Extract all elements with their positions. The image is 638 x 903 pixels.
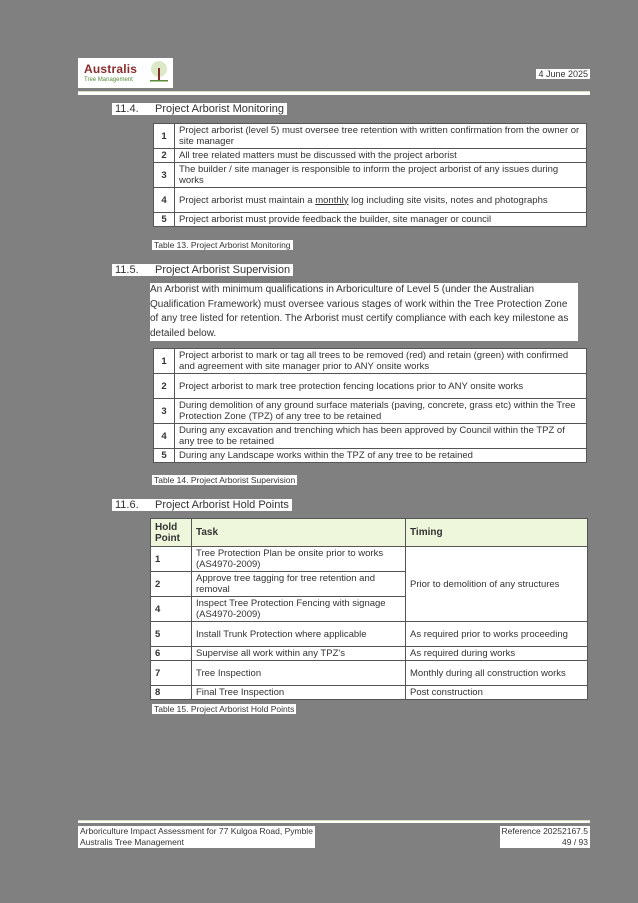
table-row: 2 Project arborist to mark tree protecti… bbox=[153, 373, 587, 399]
table-row: 7 Tree Inspection Monthly during all con… bbox=[150, 660, 588, 686]
hold-points-table: Hold Point Task Timing 1 Tree Protection… bbox=[150, 518, 588, 700]
row-text: During any excavation and trenching whic… bbox=[174, 423, 587, 449]
section-title: Project Arborist Monitoring bbox=[155, 103, 284, 115]
table-row: 3 The builder / site manager is responsi… bbox=[153, 162, 587, 188]
footer-document-title: Arboriculture Impact Assessment for 77 K… bbox=[80, 826, 313, 836]
hold-point-number: 6 bbox=[150, 646, 192, 661]
section-heading-11-4: 11.4. Project Arborist Monitoring bbox=[112, 103, 287, 115]
footer-divider bbox=[78, 820, 590, 823]
footer-company: Australis Tree Management bbox=[80, 837, 184, 847]
hold-point-number: 5 bbox=[150, 621, 192, 647]
text-segment: log including site visits, notes and pho… bbox=[348, 194, 548, 206]
table-row: 5 Project arborist must provide feedback… bbox=[153, 212, 587, 227]
table-row: 4 During any excavation and trenching wh… bbox=[153, 423, 587, 449]
table-header-row: Hold Point Task Timing bbox=[150, 518, 588, 547]
timing-cell: Post construction bbox=[405, 685, 588, 700]
table-row: 8 Final Tree Inspection Post constructio… bbox=[150, 685, 588, 700]
page-number: 49 / 93 bbox=[562, 837, 588, 847]
column-header-timing: Timing bbox=[405, 518, 588, 547]
table-row: 4 Inspect Tree Protection Fencing with s… bbox=[150, 596, 588, 622]
section-title: Project Arborist Supervision bbox=[155, 264, 291, 276]
section-number: 11.4. bbox=[115, 103, 139, 115]
table-row: 4 Project arborist must maintain a month… bbox=[153, 187, 587, 213]
company-logo: Australis Tree Management bbox=[78, 58, 173, 88]
table-row: 1 Tree Protection Plan be onsite prior t… bbox=[150, 546, 588, 622]
row-text: Project arborist (level 5) must oversee … bbox=[174, 123, 587, 149]
row-number: 5 bbox=[153, 212, 175, 227]
section-number: 11.6. bbox=[115, 499, 139, 511]
task-cell: Final Tree Inspection bbox=[191, 685, 406, 700]
table-row: 5 During any Landscape works within the … bbox=[153, 448, 587, 463]
task-cell: Install Trunk Protection where applicabl… bbox=[191, 621, 406, 647]
table-row: 2 All tree related matters must be discu… bbox=[153, 148, 587, 163]
table-row: 6 Supervise all work within any TPZ's As… bbox=[150, 646, 588, 661]
task-cell: Approve tree tagging for tree retention … bbox=[191, 571, 406, 597]
row-text: Project arborist to mark tree protection… bbox=[174, 373, 587, 399]
document-date: 4 June 2025 bbox=[536, 69, 590, 79]
table-caption: Table 13. Project Arborist Monitoring bbox=[152, 240, 293, 250]
section-number: 11.5. bbox=[115, 264, 139, 276]
row-number: 4 bbox=[153, 423, 175, 449]
table-row: 2 Approve tree tagging for tree retentio… bbox=[150, 571, 588, 597]
logo-wordmark: Australis bbox=[84, 62, 138, 76]
tree-logo-icon bbox=[150, 61, 168, 82]
logo-tagline: Tree Management bbox=[84, 77, 133, 83]
hold-point-number: 7 bbox=[150, 660, 192, 686]
header-divider bbox=[78, 91, 590, 95]
table-caption: Table 15. Project Arborist Hold Points bbox=[152, 704, 297, 714]
table-row: 3 During demolition of any ground surfac… bbox=[153, 398, 587, 424]
timing-cell: As required prior to works proceeding bbox=[405, 621, 588, 647]
table-row: 5 Install Trunk Protection where applica… bbox=[150, 621, 588, 647]
table-caption: Table 14. Project Arborist Supervision bbox=[152, 475, 298, 485]
table-row: 1 Project arborist to mark or tag all tr… bbox=[153, 348, 587, 374]
column-header-hold-point: Hold Point bbox=[150, 518, 192, 547]
hold-point-number: 2 bbox=[150, 571, 192, 597]
text-segment: Project arborist must maintain a bbox=[179, 194, 316, 206]
supervision-paragraph: An Arborist with minimum qualifications … bbox=[150, 283, 578, 341]
row-text: During demolition of any ground surface … bbox=[174, 398, 587, 424]
row-number: 2 bbox=[153, 373, 175, 399]
row-number: 1 bbox=[153, 123, 175, 149]
timing-cell: As required during works bbox=[405, 646, 588, 661]
row-text: Project arborist to mark or tag all tree… bbox=[174, 348, 587, 374]
footer-right: Reference 20252167.5 49 / 93 bbox=[499, 826, 590, 848]
row-number: 3 bbox=[153, 162, 175, 188]
column-header-task: Task bbox=[191, 518, 406, 547]
task-cell: Tree Protection Plan be onsite prior to … bbox=[191, 546, 406, 572]
row-text: Project arborist must provide feedback t… bbox=[174, 212, 587, 227]
task-cell: Tree Inspection bbox=[191, 660, 406, 686]
task-cell: Inspect Tree Protection Fencing with sig… bbox=[191, 596, 406, 622]
row-number: 1 bbox=[153, 348, 175, 374]
section-title: Project Arborist Hold Points bbox=[155, 499, 289, 511]
task-cell: Supervise all work within any TPZ's bbox=[191, 646, 406, 661]
table-row: 1 Project arborist (level 5) must overse… bbox=[153, 123, 587, 149]
row-number: 3 bbox=[153, 398, 175, 424]
footer-reference: Reference 20252167.5 bbox=[501, 826, 589, 836]
footer-left: Arboriculture Impact Assessment for 77 K… bbox=[78, 826, 315, 848]
row-text: During any Landscape works within the TP… bbox=[174, 448, 587, 463]
row-text: The builder / site manager is responsibl… bbox=[174, 162, 587, 188]
hold-point-number: 1 bbox=[150, 546, 192, 572]
row-number: 5 bbox=[153, 448, 175, 463]
section-heading-11-6: 11.6. Project Arborist Hold Points bbox=[112, 499, 292, 511]
row-text: Project arborist must maintain a monthly… bbox=[174, 187, 587, 213]
row-text: All tree related matters must be discuss… bbox=[174, 148, 587, 163]
timing-cell-merged: Prior to demolition of any structures bbox=[405, 546, 588, 622]
underlined-word: monthly bbox=[315, 194, 349, 206]
timing-cell: Monthly during all construction works bbox=[405, 660, 588, 686]
row-number: 2 bbox=[153, 148, 175, 163]
supervision-table: 1 Project arborist to mark or tag all tr… bbox=[153, 348, 587, 463]
hold-point-number: 4 bbox=[150, 596, 192, 622]
row-number: 4 bbox=[153, 187, 175, 213]
section-heading-11-5: 11.5. Project Arborist Supervision bbox=[112, 264, 294, 276]
hold-point-number: 8 bbox=[150, 685, 192, 700]
monitoring-table: 1 Project arborist (level 5) must overse… bbox=[153, 123, 587, 227]
